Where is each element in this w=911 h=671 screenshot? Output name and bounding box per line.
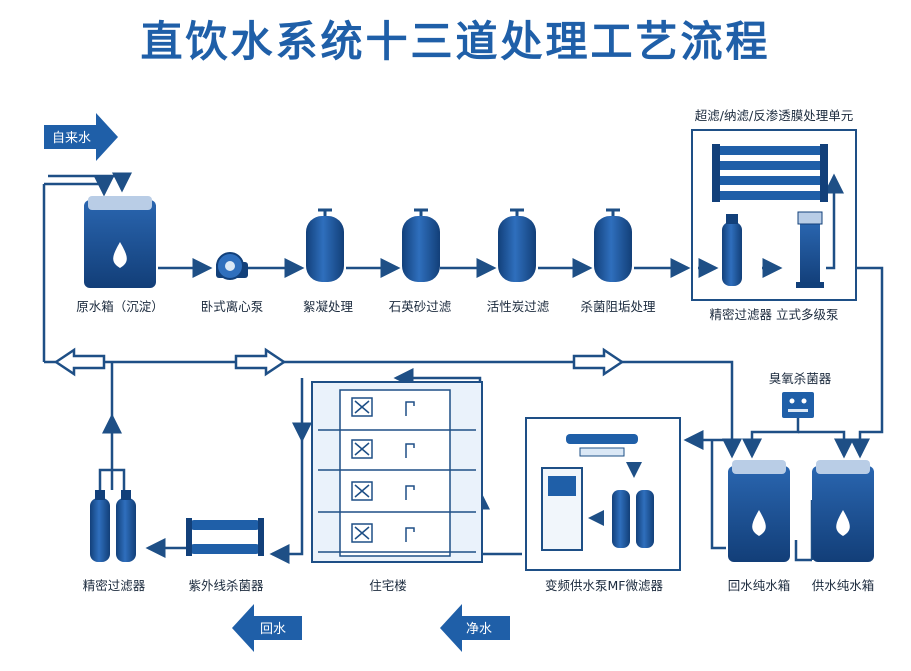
supply-tank-label: 供水纯水箱 [812,578,875,593]
return-water-label: 回水 [260,622,286,637]
uv-label: 紫外线杀菌器 [188,578,264,593]
ozone-label: 臭氧杀菌器 [769,371,832,386]
tap-water-arrow: 自来水 [44,113,118,161]
coagulation-label: 絮凝处理 [303,299,354,314]
clean-water-arrow: 净水 [440,604,510,652]
building-floor [318,523,476,553]
raw-water-tank [84,196,156,288]
supply-water-tank [812,460,874,562]
water-drop-icon [836,510,850,536]
centrifugal-pump [216,252,248,280]
uv-sterilizer [186,518,264,556]
supply-pump-label: 变频供水泵MF微滤器 [545,578,663,593]
residential-building [311,381,483,563]
carbon-label: 活性炭过滤 [487,299,550,314]
pump-label: 卧式离心泵 [201,299,264,314]
water-drop-icon [752,510,766,536]
ozone-sterilizer [782,392,814,418]
building-floor [318,481,476,513]
mf-microfilter [566,434,638,457]
page-title: 直饮水系统十三道处理工艺流程 [140,17,771,66]
control-cabinet [541,467,583,551]
precision-pump-label: 精密过滤器 立式多级泵 [710,307,839,322]
antiscale-tank [594,208,632,282]
antiscale-label: 杀菌阻垢处理 [580,299,656,314]
return-tank-label: 回水纯水箱 [728,578,791,593]
filter2-label: 精密过滤器 [83,578,146,593]
building-label: 住宅楼 [369,578,407,593]
building-floor [318,397,476,431]
quartz-sand-filter [402,208,440,282]
supply-pump-frame [525,417,681,571]
coagulation-tank [306,208,344,282]
clean-water-label: 净水 [466,622,492,637]
loop-flow-arrows [53,347,625,377]
precision-filter-cartridge [722,214,742,286]
vertical-multistage-pump [796,211,824,288]
carbon-filter [498,208,536,282]
tap-water-label: 自来水 [52,131,91,146]
water-drop-icon [113,242,127,268]
membrane-unit-frame [691,129,857,301]
quartz-label: 石英砂过滤 [389,299,452,314]
precision-filters [90,490,136,562]
membrane-stack [712,144,828,202]
membrane-unit-title: 超滤/纳滤/反渗透膜处理单元 [695,108,853,123]
return-water-arrow: 回水 [232,604,302,652]
raw-tank-label: 原水箱（沉淀） [76,299,164,314]
return-water-tank [728,460,790,562]
variable-frequency-pumps [612,490,654,548]
building-floor [318,439,476,471]
